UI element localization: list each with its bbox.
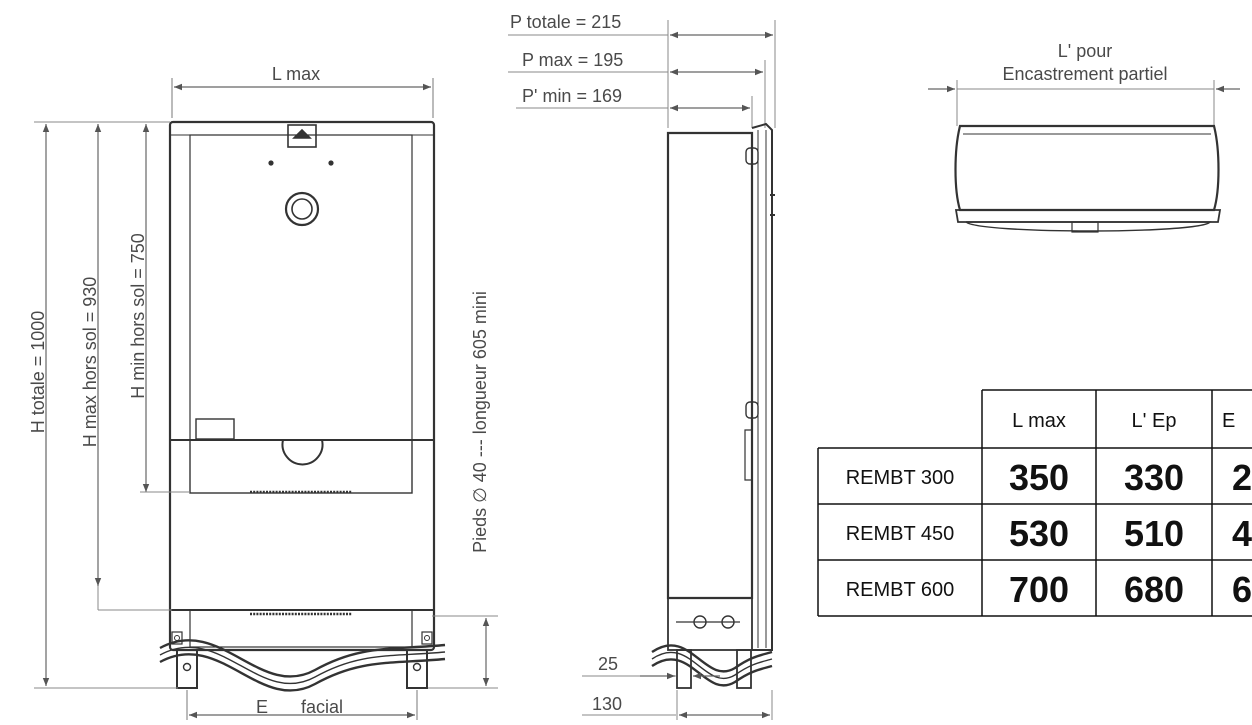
p-min-label: P' min = 169 [522, 86, 622, 106]
row-lmax: 530 [1009, 513, 1069, 554]
top-view-label-2: Encastrement partiel [1002, 64, 1167, 84]
thermostat-knob [284, 191, 320, 227]
feet-label: Pieds ∅ 40 --- longueur 605 mini [470, 291, 490, 553]
top-bracket [287, 124, 317, 148]
heater-side-body [666, 131, 754, 600]
table-row: REMBT 300 350 330 2 [846, 457, 1252, 498]
h-min-label: H min hors sol = 750 [128, 233, 148, 399]
row-e: 6 [1232, 569, 1252, 610]
e-label: E [256, 697, 268, 717]
row-lep: 680 [1124, 569, 1184, 610]
row-model: REMBT 300 [846, 467, 955, 489]
front-view [34, 78, 498, 720]
table-row: REMBT 600 700 680 6 [846, 569, 1252, 610]
h-max-label: H max hors sol = 930 [80, 277, 100, 448]
row-model: REMBT 600 [846, 579, 955, 601]
side-view [508, 20, 776, 720]
table-header-e: E [1222, 410, 1235, 432]
heater-body [168, 120, 436, 652]
l-max-label: L max [272, 64, 320, 84]
table-header-lep: L' Ep [1132, 410, 1177, 432]
row-lep: 330 [1124, 457, 1184, 498]
row-e: 4 [1232, 513, 1252, 554]
facial-label: facial [301, 697, 343, 717]
p-total-label: P totale = 215 [510, 12, 621, 32]
row-lmax: 700 [1009, 569, 1069, 610]
dimension-table [817, 389, 1252, 617]
dim-130-label: 130 [592, 694, 622, 714]
row-model: REMBT 450 [846, 523, 955, 545]
row-e: 2 [1232, 457, 1252, 498]
table-row: REMBT 450 530 510 4 [846, 513, 1252, 554]
heater-top-outline [954, 124, 1220, 212]
table-header-lmax: L max [1012, 410, 1066, 432]
top-view [928, 80, 1240, 233]
h-total-label: H totale = 1000 [28, 311, 48, 434]
top-view-label-1: L' pour [1058, 41, 1112, 61]
dim-25-label: 25 [598, 654, 618, 674]
row-lmax: 350 [1009, 457, 1069, 498]
row-lep: 510 [1124, 513, 1184, 554]
p-max-label: P max = 195 [522, 50, 623, 70]
